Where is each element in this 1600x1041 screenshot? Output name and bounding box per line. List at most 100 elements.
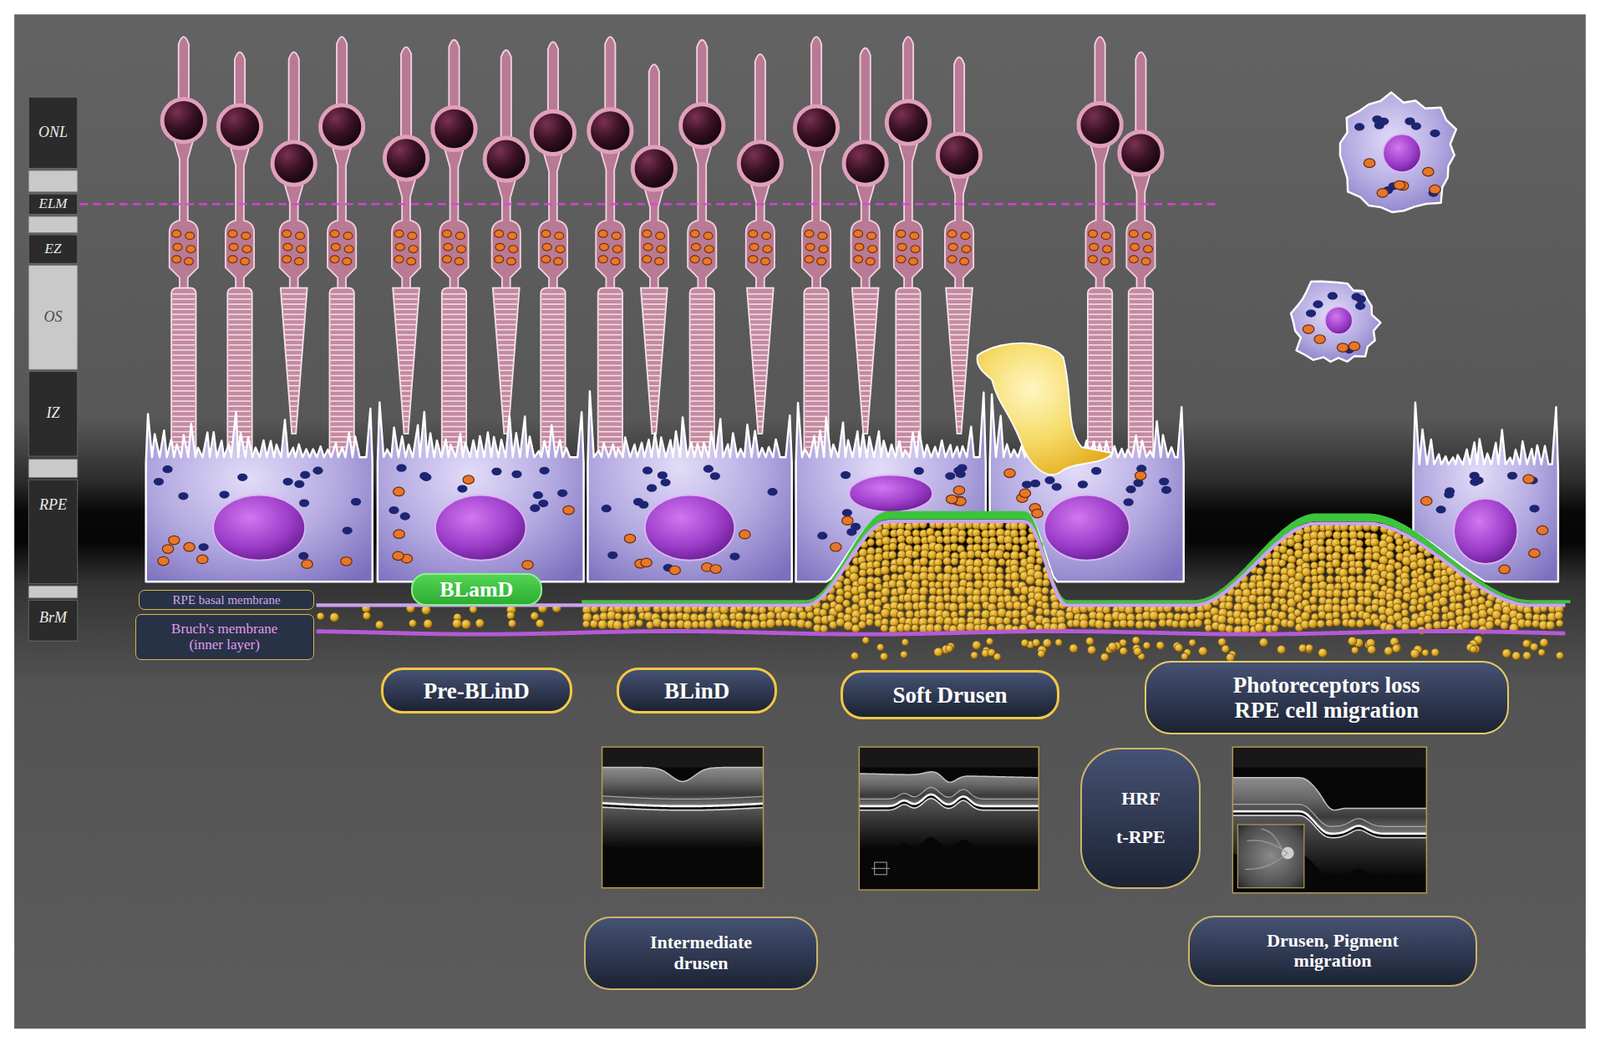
drusen-particle: [1351, 646, 1359, 655]
rpe-nucleus: [848, 474, 933, 512]
mitochondrion: [910, 245, 920, 254]
disc: [599, 400, 622, 402]
disc: [1129, 329, 1153, 331]
drusen-particle: [1041, 594, 1049, 603]
drusen-particle: [943, 557, 952, 566]
drusen-particle: [858, 606, 867, 615]
drusen-particle: [903, 571, 913, 581]
drusen-particle: [1331, 558, 1341, 568]
disc: [442, 359, 466, 361]
mitochondrion: [866, 232, 876, 240]
inner-segment: [893, 132, 923, 290]
mitochondrion: [494, 255, 504, 264]
drusen-particle: [452, 619, 463, 629]
melanosome: [198, 543, 209, 551]
disc: [949, 314, 971, 316]
disc: [854, 314, 876, 316]
mitochondrion: [172, 229, 182, 238]
disc: [495, 314, 517, 316]
drusen-particle: [973, 609, 981, 618]
disc: [442, 405, 466, 407]
disc: [228, 400, 252, 402]
disc: [330, 380, 354, 382]
disc: [690, 314, 714, 316]
disc: [1088, 405, 1112, 407]
drusen-particle: [873, 605, 881, 614]
disc: [690, 303, 714, 305]
axon: [501, 50, 512, 148]
melanosome: [529, 504, 540, 513]
disc: [172, 314, 195, 316]
bruch-membrane-line: [316, 631, 1566, 635]
mitochondrion: [296, 245, 306, 254]
mitochondrion: [642, 255, 652, 264]
drusen-particle: [919, 609, 929, 619]
disc: [956, 421, 963, 423]
rpe-cell-body: [146, 408, 373, 582]
disc: [442, 436, 466, 438]
disc: [442, 329, 466, 331]
disc: [645, 344, 663, 346]
mitochondrion: [1101, 232, 1111, 240]
drusen-particle: [589, 619, 599, 629]
disc: [330, 308, 354, 310]
disc: [749, 303, 773, 305]
drusen-particle: [827, 594, 835, 602]
disc: [496, 324, 516, 326]
disc: [502, 411, 510, 413]
layer-segment: [28, 96, 78, 168]
disc: [228, 314, 252, 316]
disc: [599, 421, 622, 423]
disc: [690, 400, 714, 402]
disc: [442, 426, 466, 428]
rpe-cell: [587, 391, 792, 582]
mitochondrion: [748, 229, 758, 238]
rpe-mitochondrion: [1528, 548, 1540, 559]
disc: [1088, 411, 1112, 413]
mitochondrion: [542, 243, 552, 251]
melanosome: [1021, 480, 1032, 488]
disc: [542, 385, 565, 387]
disc: [284, 339, 303, 341]
disc: [643, 308, 666, 310]
melanosome: [419, 472, 430, 480]
disc: [499, 365, 514, 367]
mitochondrion: [541, 229, 551, 238]
cone-cell: [484, 50, 528, 434]
disc: [690, 334, 714, 336]
nucleus: [794, 106, 838, 149]
disc: [599, 349, 622, 351]
disc: [502, 405, 510, 407]
mitochondrion: [443, 243, 453, 251]
disc: [501, 390, 512, 392]
drusen-particle: [1469, 645, 1477, 653]
disc: [897, 431, 920, 433]
disc: [859, 385, 871, 387]
melanosome: [533, 491, 544, 499]
mitochondrion: [749, 243, 759, 251]
disc: [1088, 431, 1112, 433]
disc: [897, 329, 920, 331]
inner-segment: [225, 137, 254, 290]
mitochondrion: [611, 232, 621, 240]
drusen-particle: [408, 619, 417, 628]
drusen-particle: [1020, 639, 1029, 647]
rod-cell: [794, 36, 838, 457]
inner-segment: [169, 130, 199, 289]
melanosome: [312, 467, 323, 475]
drusen-particle: [742, 620, 752, 630]
disc: [805, 416, 828, 418]
disc: [805, 344, 828, 346]
mitochondrion: [1142, 245, 1153, 254]
disc: [542, 426, 565, 428]
drusen-particle: [1367, 645, 1377, 655]
disc: [644, 324, 664, 326]
disc: [805, 324, 828, 326]
disc: [599, 303, 622, 305]
disc: [228, 298, 252, 300]
layer-segment: [28, 234, 78, 264]
mitochondrion: [643, 243, 653, 251]
mitochondrion: [186, 245, 196, 254]
drusen-particle: [1277, 645, 1286, 654]
drusen-particle: [1539, 614, 1547, 622]
